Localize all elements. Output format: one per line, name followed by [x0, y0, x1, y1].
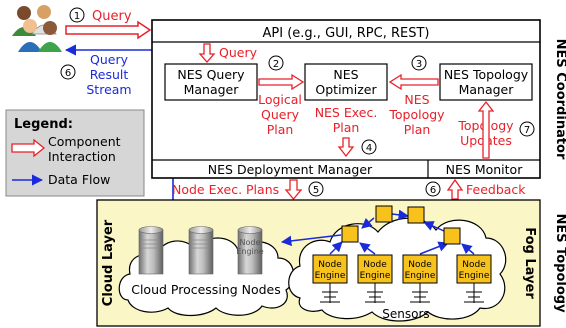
fog-node: [407, 206, 425, 224]
topology-plan-label-line3: Plan: [404, 122, 431, 137]
step-2-number: 2: [273, 59, 279, 70]
query-arrow: [65, 20, 152, 40]
sensors-label: Sensors: [382, 307, 429, 321]
cloud-nodes-label: Cloud Processing Nodes: [131, 282, 281, 297]
node-engine-label-line1: Node: [462, 260, 486, 270]
fog-node: [443, 227, 461, 245]
fog-layer-label: Fog Layer: [522, 227, 537, 299]
step-5-number: 5: [313, 185, 319, 196]
feedback-label: Feedback: [466, 182, 526, 197]
nes-coordinator: API (e.g., GUI, RPC, REST) Query NES Que…: [151, 19, 541, 179]
node-engine: Node Engine: [312, 254, 348, 284]
topology-side-label: NES Topology: [553, 213, 566, 313]
node-engine: Node Engine: [456, 254, 492, 284]
antenna-icon: [410, 283, 430, 303]
legend: Legend: Component Interaction Data Flow: [5, 109, 145, 197]
node-engine: Node Engine: [357, 254, 393, 284]
step-7-number: 7: [524, 125, 530, 136]
node-engine-label-line1: Node: [318, 260, 342, 270]
fog-node: [375, 205, 393, 223]
step-6-result-badge: 6: [60, 64, 76, 80]
result-stream-label-line1: Query: [90, 52, 129, 67]
fog-node: [341, 225, 359, 243]
server-overlay-label-line2: Engine: [236, 247, 263, 256]
node-exec-plans-arrow: [284, 179, 303, 201]
legend-interaction-icon: [11, 138, 46, 158]
topology-manager-label-line1: NES Topology: [444, 67, 529, 82]
topology-manager-label-line2: Manager: [459, 82, 515, 97]
query-manager-label-line2: Manager: [184, 82, 240, 97]
node-engine-label-line2: Engine: [405, 271, 436, 281]
node-engine-label-line1: Node: [363, 260, 387, 270]
logical-plan-label-line3: Plan: [267, 122, 294, 137]
topology-plan-arrow: [388, 73, 439, 91]
logical-plan-label-line2: Query: [261, 107, 300, 122]
step-6-result-number: 6: [65, 68, 71, 79]
server-icon: [138, 226, 164, 275]
antenna-icon: [464, 283, 484, 303]
query-manager-box: [164, 63, 258, 101]
api-query-label: Query: [219, 45, 258, 60]
topology-plan-label-line2: Topology: [388, 107, 445, 122]
api-to-query-manager-arrow: [198, 43, 216, 63]
optimizer-label-line1: NES: [333, 67, 358, 82]
step-3-number: 3: [416, 59, 422, 70]
server-icon: Node Engine: [236, 226, 264, 275]
node-exec-plans-label: Node Exec. Plans: [172, 182, 279, 197]
topology-plan-label-line1: NES: [404, 92, 429, 107]
step-1-number: 1: [74, 11, 80, 22]
exec-plan-label-line1: NES Exec.: [315, 105, 378, 120]
logical-plan-label-line1: Logical: [258, 92, 302, 107]
logical-plan-arrow: [258, 73, 305, 91]
coordinator-side-label: NES Coordinator: [553, 39, 566, 160]
node-engine-label-line2: Engine: [315, 271, 346, 281]
legend-title: Legend:: [14, 117, 73, 132]
legend-interaction-label-line1: Component: [48, 134, 121, 149]
users-icon: [12, 5, 62, 52]
server-overlay-label-line1: Node: [240, 238, 261, 247]
legend-interaction-label-line2: Interaction: [48, 149, 116, 164]
antenna-icon: [320, 283, 340, 303]
server-icon: [188, 226, 214, 275]
exec-plan-label-line2: Plan: [333, 120, 360, 135]
optimizer-box: [304, 63, 388, 101]
query-manager-label-line1: NES Query: [177, 67, 245, 82]
step-4-number: 4: [366, 143, 372, 154]
cloud-layer-label: Cloud Layer: [101, 219, 116, 306]
result-stream-label-line2: Result: [90, 67, 129, 82]
feedback-arrow: [446, 178, 464, 200]
node-engine: Node Engine: [402, 254, 438, 284]
node-engine-label-line1: Node: [408, 260, 432, 270]
api-layer: API (e.g., GUI, RPC, REST): [263, 26, 430, 41]
node-engine-label-line2: Engine: [459, 271, 490, 281]
legend-data-flow-label: Data Flow: [48, 172, 110, 187]
topology-updates-arrow: [477, 100, 495, 159]
step-6-number: 6: [430, 185, 436, 196]
optimizer-label-line2: Optimizer: [315, 82, 377, 97]
fog-data-flow: [280, 209, 475, 255]
result-stream-label-line3: Stream: [86, 82, 131, 97]
deployment-manager: NES Deployment Manager: [208, 162, 373, 177]
exec-plan-arrow: [337, 137, 355, 158]
node-engine-label-line2: Engine: [360, 271, 391, 281]
antenna-icon: [365, 283, 385, 303]
query-label: Query: [92, 9, 132, 24]
topology-manager-box: [439, 63, 533, 101]
step-1-badge: 1: [69, 7, 85, 23]
monitor: NES Monitor: [446, 162, 524, 177]
